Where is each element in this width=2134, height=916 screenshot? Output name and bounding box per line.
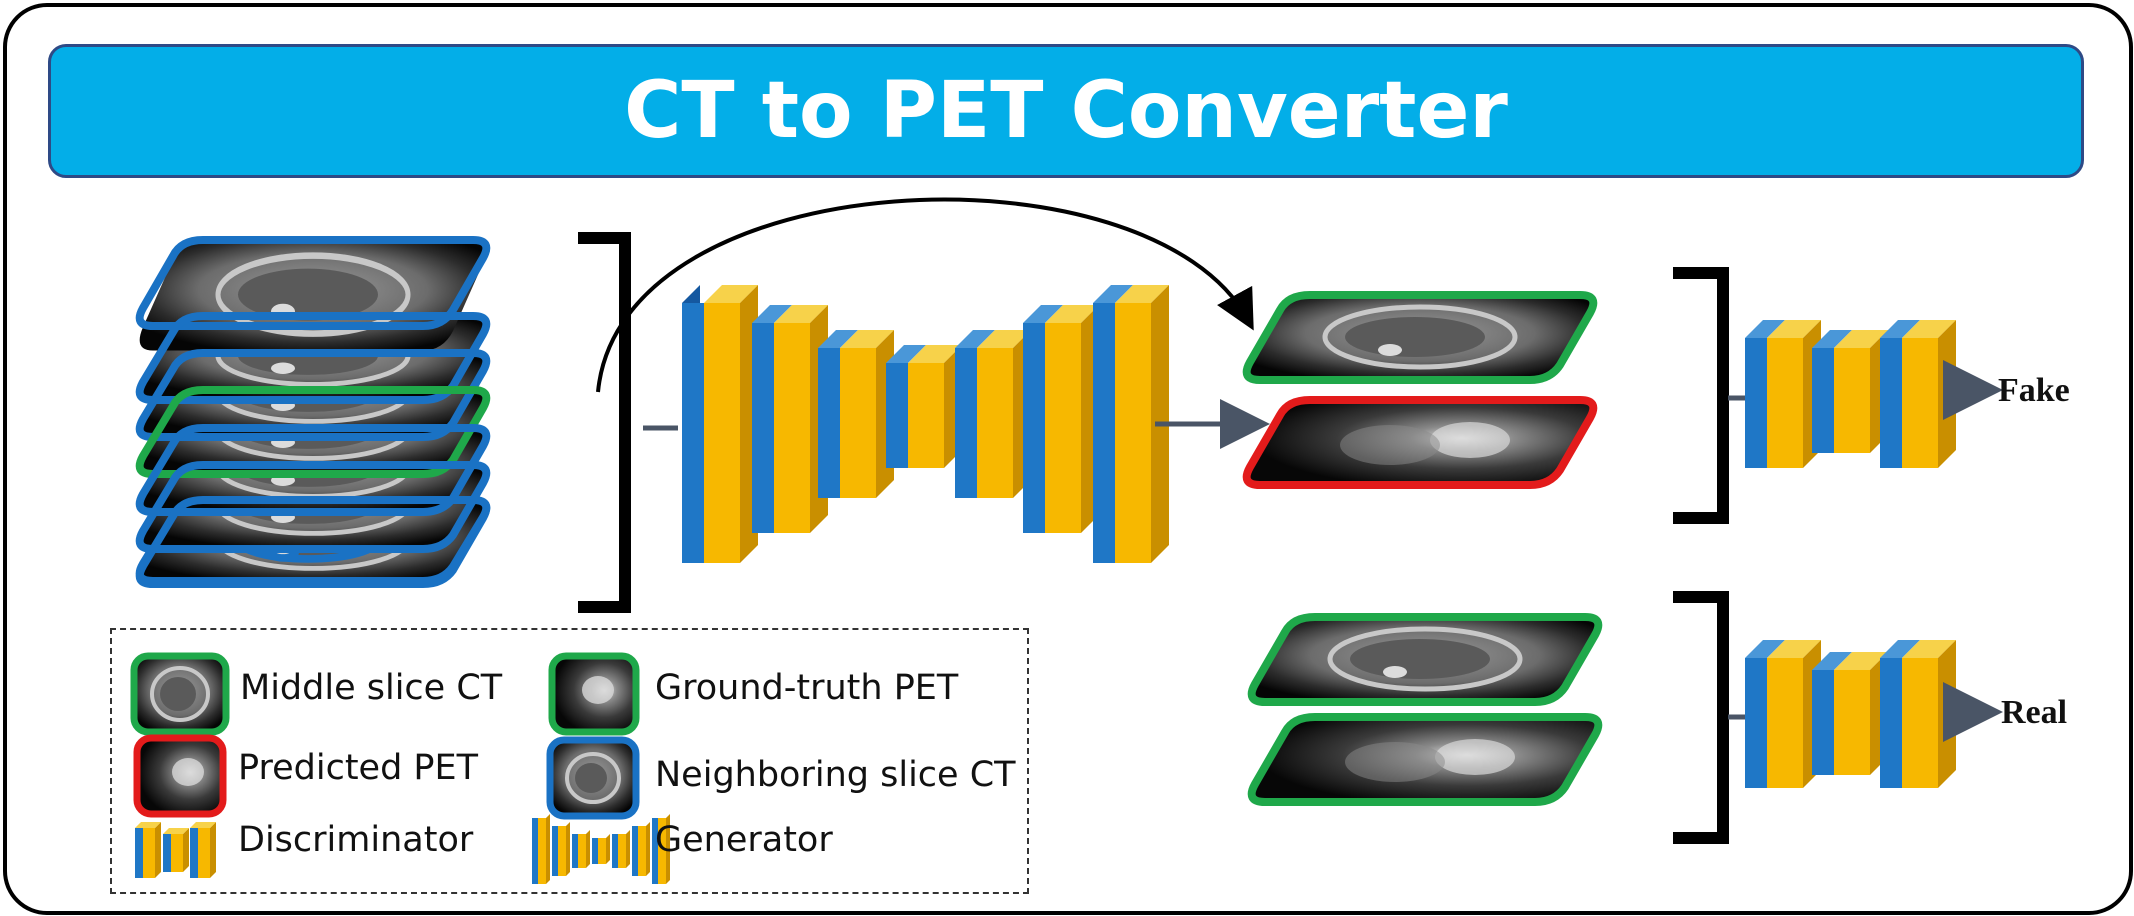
discriminator-icon bbox=[135, 822, 216, 878]
generator-network bbox=[682, 285, 1169, 563]
legend-icons bbox=[130, 652, 670, 884]
title-banner: CT to PET Converter bbox=[48, 44, 2084, 178]
pet-slice-icon bbox=[133, 734, 227, 818]
legend-label-middle-slice-ct: Middle slice CT bbox=[240, 668, 503, 708]
page-title: CT to PET Converter bbox=[624, 66, 1508, 156]
ct-slice-icon bbox=[130, 652, 230, 736]
neighbor-ct-slice bbox=[140, 240, 487, 351]
generator-icon bbox=[532, 814, 670, 884]
legend bbox=[110, 628, 1029, 894]
fake-label: Fake bbox=[1998, 372, 2070, 409]
legend-label-discriminator: Discriminator bbox=[238, 820, 474, 860]
fake-pair bbox=[1242, 291, 1598, 489]
skip-connection-arrow bbox=[596, 197, 1254, 393]
bracket-icon bbox=[1673, 591, 1729, 844]
middle-ct-slice bbox=[1247, 613, 1603, 706]
legend-label-ground-truth-pet: Ground-truth PET bbox=[655, 668, 959, 708]
pet-slice-icon bbox=[548, 652, 640, 736]
ct-slice-icon bbox=[546, 736, 640, 820]
legend-label-generator: Generator bbox=[655, 820, 833, 860]
ground-truth-pet-slice bbox=[1247, 713, 1603, 806]
bracket-icon bbox=[578, 232, 631, 613]
discriminator-network bbox=[1745, 640, 1956, 788]
real-pair bbox=[1247, 613, 1603, 806]
bracket-icon bbox=[1673, 267, 1729, 524]
ct-slice-stack bbox=[140, 236, 487, 588]
middle-ct-slice bbox=[1242, 291, 1598, 384]
predicted-pet-slice bbox=[1242, 396, 1598, 489]
discriminator-network bbox=[1745, 320, 1956, 468]
legend-label-neighboring-slice-ct: Neighboring slice CT bbox=[655, 755, 1016, 795]
real-label: Real bbox=[2001, 694, 2068, 731]
legend-label-predicted-pet: Predicted PET bbox=[238, 748, 479, 788]
